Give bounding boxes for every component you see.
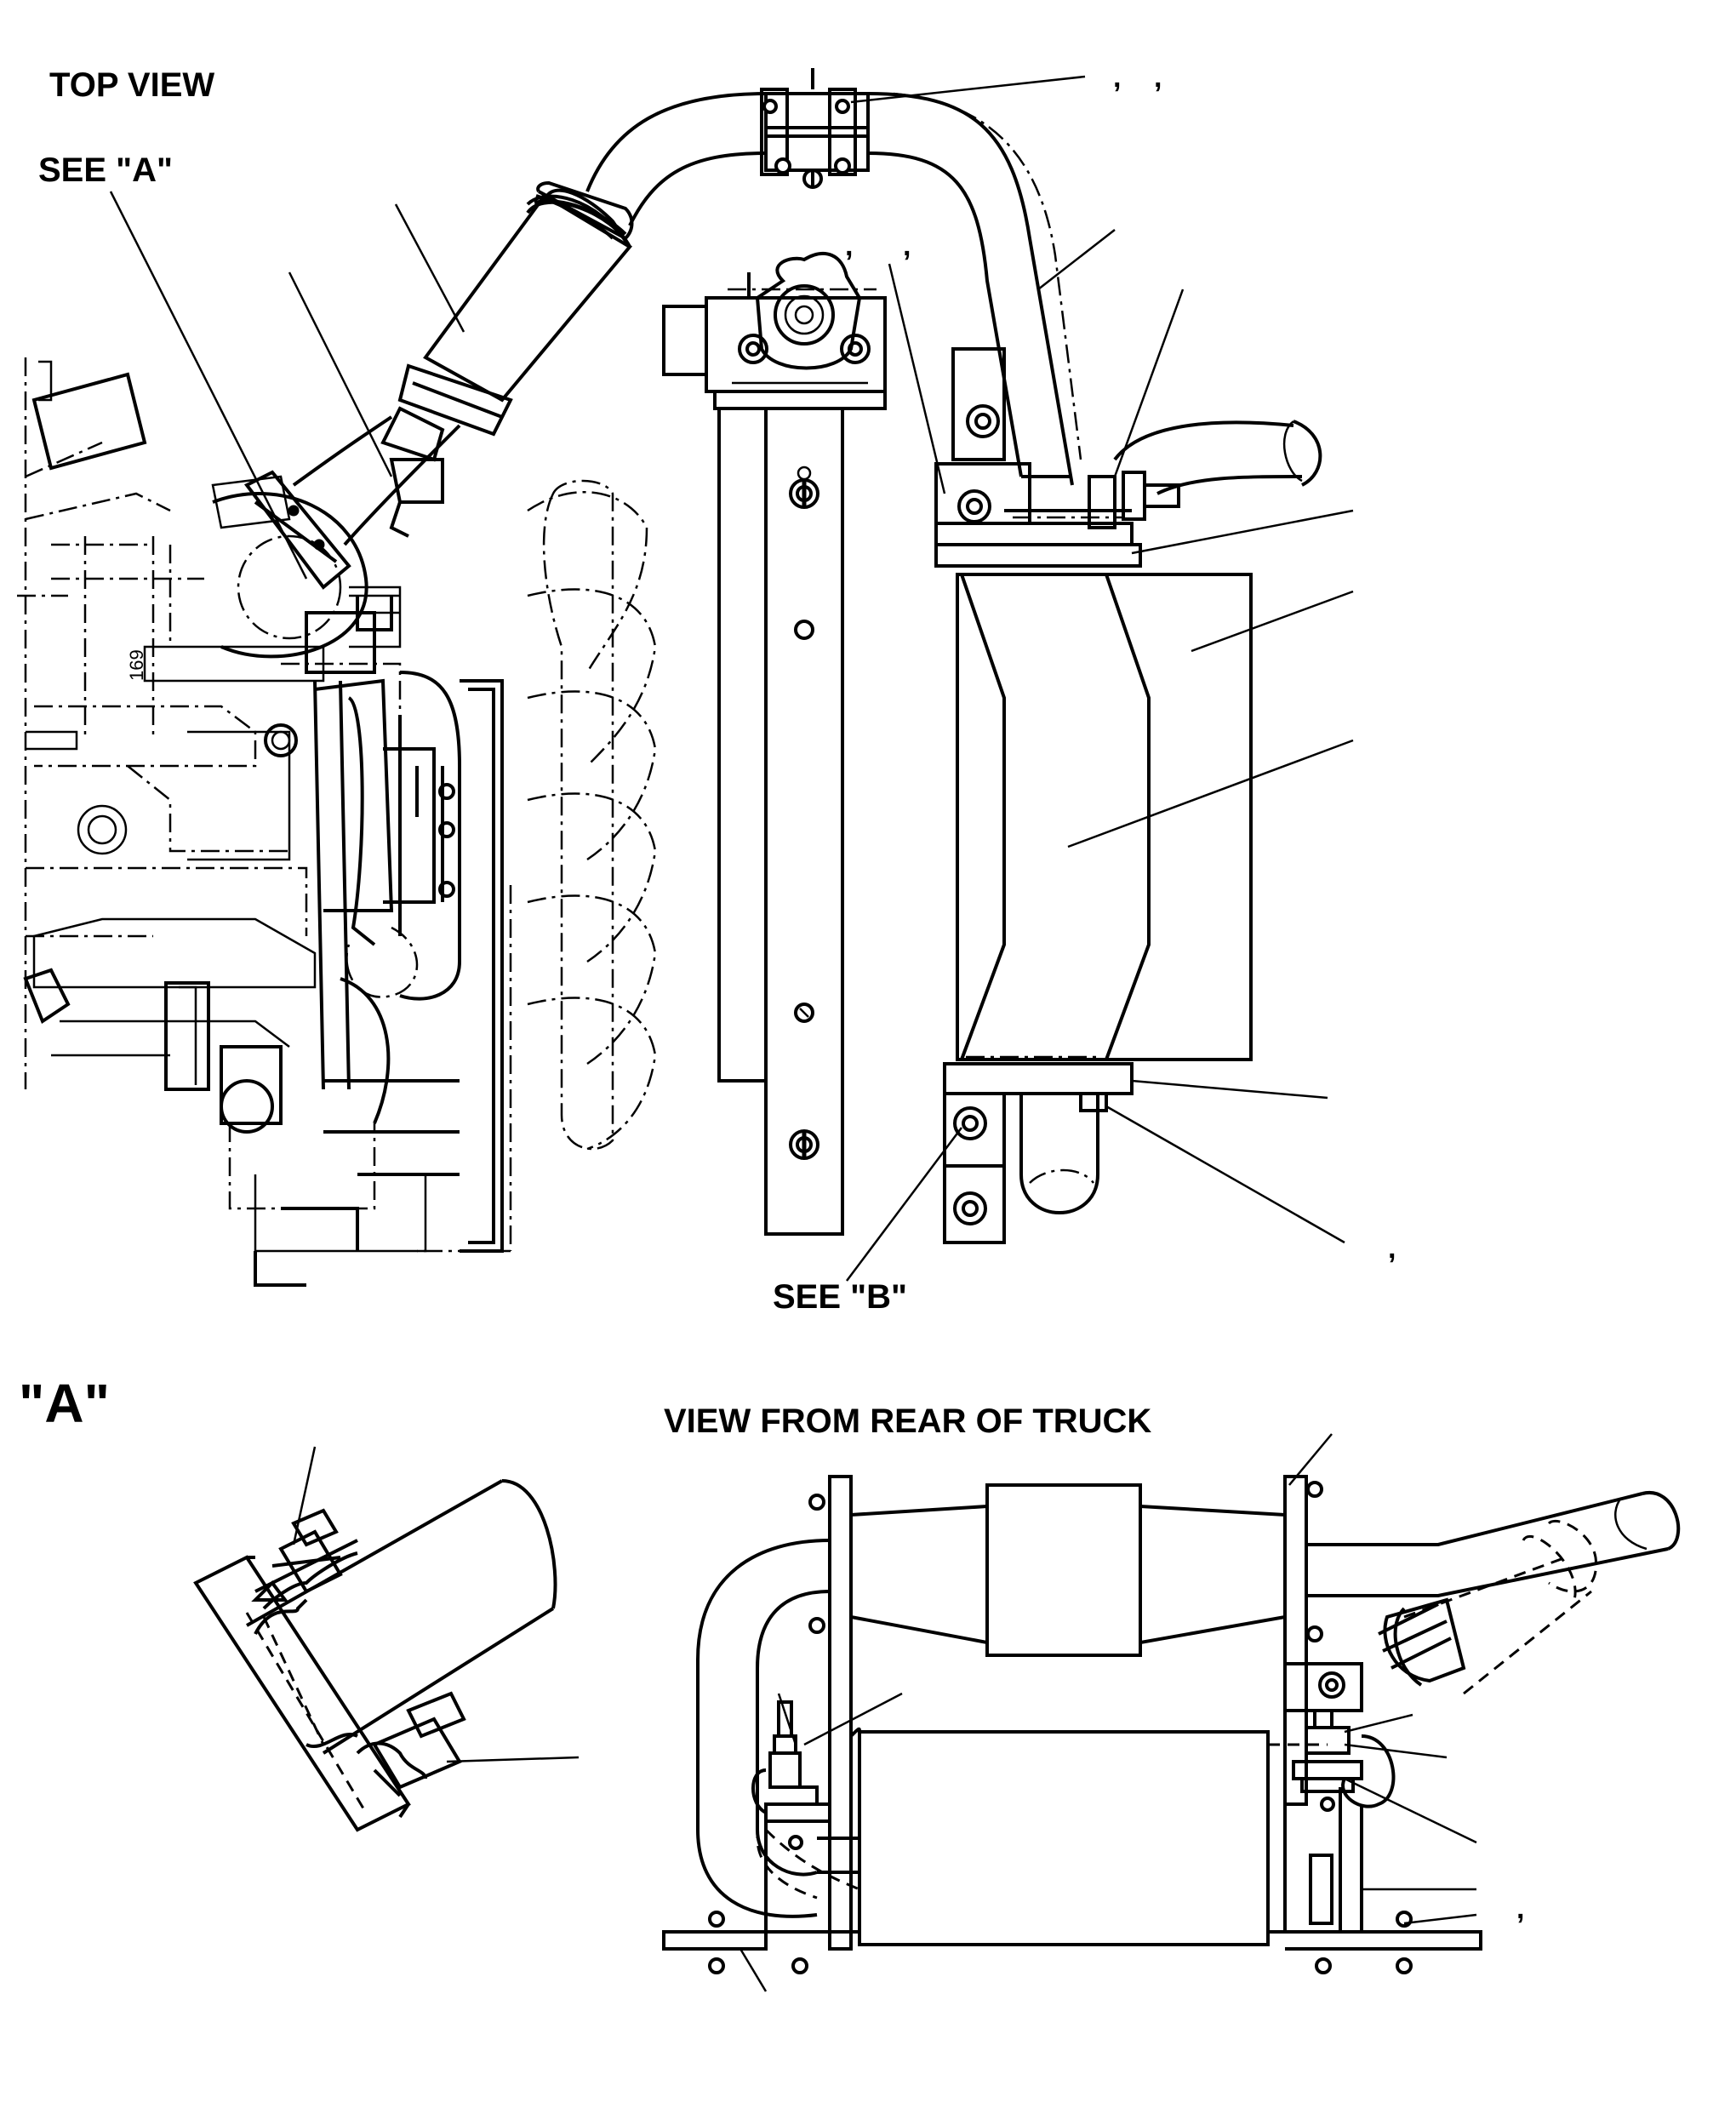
callout-comma: ,	[903, 230, 911, 262]
engine-outline: 169	[17, 357, 427, 1253]
radiator-cap-bracket	[662, 251, 887, 410]
callout-comma: ,	[1113, 61, 1122, 94]
callout-comma: ,	[1388, 1232, 1396, 1265]
see-b-label: SEE "B"	[773, 1278, 907, 1316]
callout-comma: ,	[845, 230, 854, 262]
top-view-label: TOP VIEW	[49, 66, 215, 104]
callout-comma: ,	[1154, 61, 1162, 94]
turbo-housing	[212, 492, 512, 1287]
muffler-top	[934, 347, 1322, 1244]
leader-lines-detail-a	[292, 1446, 580, 1763]
rear-view-label: VIEW FROM REAR OF TRUCK	[664, 1402, 1152, 1440]
see-a-label: SEE "A"	[38, 151, 173, 189]
rear-view-assembly	[662, 1475, 1681, 1974]
exhaust-pipe-top	[243, 68, 1082, 590]
radiator-core	[717, 407, 844, 1236]
leader-lines-rear	[739, 1433, 1477, 1992]
callout-comma: ,	[1516, 1893, 1525, 1925]
svg-text:169: 169	[126, 649, 147, 681]
leader-lines-top	[109, 75, 1354, 1282]
detail-a-flange	[193, 1479, 557, 1832]
cooling-fan	[527, 479, 657, 1151]
detail-a-label: "A"	[19, 1373, 110, 1434]
